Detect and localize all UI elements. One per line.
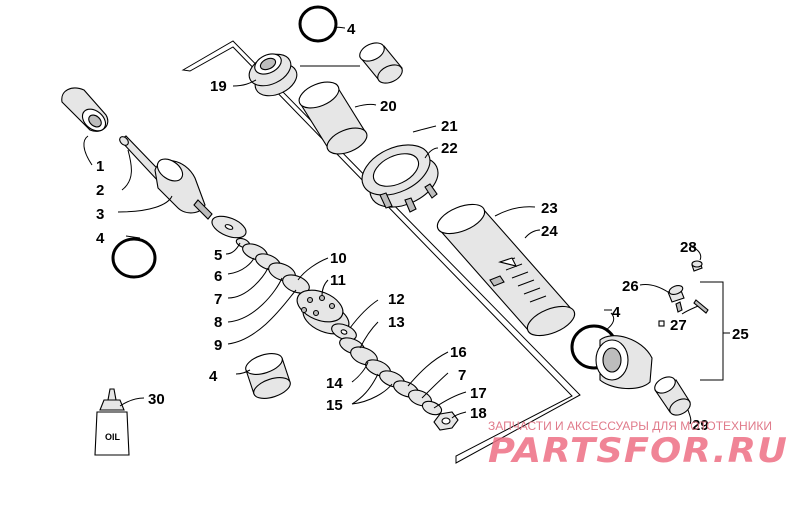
o-ring-left [111, 237, 157, 279]
callout-9: 9 [214, 337, 222, 354]
oil-bottle: OIL [94, 388, 130, 456]
oil-bottle-label: OIL [105, 432, 121, 442]
callout-2: 2 [96, 182, 104, 199]
callout-25: 25 [732, 326, 749, 343]
callout-22: 22 [441, 140, 458, 157]
assembly-frame [181, 40, 581, 464]
callout-6: 6 [214, 268, 222, 285]
watermark-caption: ЗАПЧАСТИ И АКСЕССУАРЫ ДЛЯ МОТОТЕХНИКИ [488, 419, 772, 433]
callout-3: 3 [96, 206, 104, 223]
callout-10: 10 [330, 250, 347, 267]
callout-19: 19 [210, 78, 227, 95]
o-ring-top [298, 5, 338, 43]
callout-8: 8 [214, 314, 222, 331]
callout-28: 28 [680, 239, 697, 256]
callout-4: 4 [347, 21, 356, 38]
callout-27: 27 [670, 317, 687, 334]
shaft-assembly [61, 87, 213, 220]
callout-17: 17 [470, 385, 487, 402]
ring-top [359, 42, 403, 84]
callout-12: 12 [388, 291, 405, 308]
watermark: ЗАПЧАСТИ И АКСЕССУАРЫ ДЛЯ МОТОТЕХНИКИ PA… [488, 419, 788, 471]
callout-29: 29 [692, 417, 709, 434]
spring-adjuster [361, 144, 439, 213]
callout-14: 14 [326, 375, 343, 392]
callout-24: 24 [541, 223, 558, 240]
callout-26: 26 [622, 278, 639, 295]
leader-lines [83, 26, 730, 425]
callout-20: 20 [380, 98, 397, 115]
callout-4: 4 [209, 368, 218, 385]
callout-4: 4 [612, 304, 621, 321]
callout-15: 15 [326, 397, 343, 414]
sleeve [298, 81, 368, 155]
shock-body [436, 203, 576, 337]
callout-7: 7 [214, 291, 222, 308]
lower-eyelet [595, 335, 691, 416]
piston-stack [211, 215, 459, 431]
callout-5: 5 [214, 247, 222, 264]
callout-30: 30 [148, 391, 165, 408]
watermark-logo: PARTSFOR.RU [488, 431, 788, 471]
callout-23: 23 [541, 200, 558, 217]
callout-21: 21 [441, 118, 458, 135]
callout-1: 1 [96, 158, 104, 175]
callout-4: 4 [96, 230, 105, 247]
callout-labels: 1 2 3 4 4 4 4 5 6 7 7 8 9 10 11 12 13 14… [96, 21, 749, 434]
callout-16: 16 [450, 344, 467, 361]
callout-18: 18 [470, 405, 487, 422]
ring-bottom [245, 353, 291, 399]
callout-11: 11 [330, 272, 346, 289]
callout-13: 13 [388, 314, 405, 331]
callout-7: 7 [458, 367, 466, 384]
valve-parts [658, 260, 709, 327]
seal-head [248, 53, 298, 97]
